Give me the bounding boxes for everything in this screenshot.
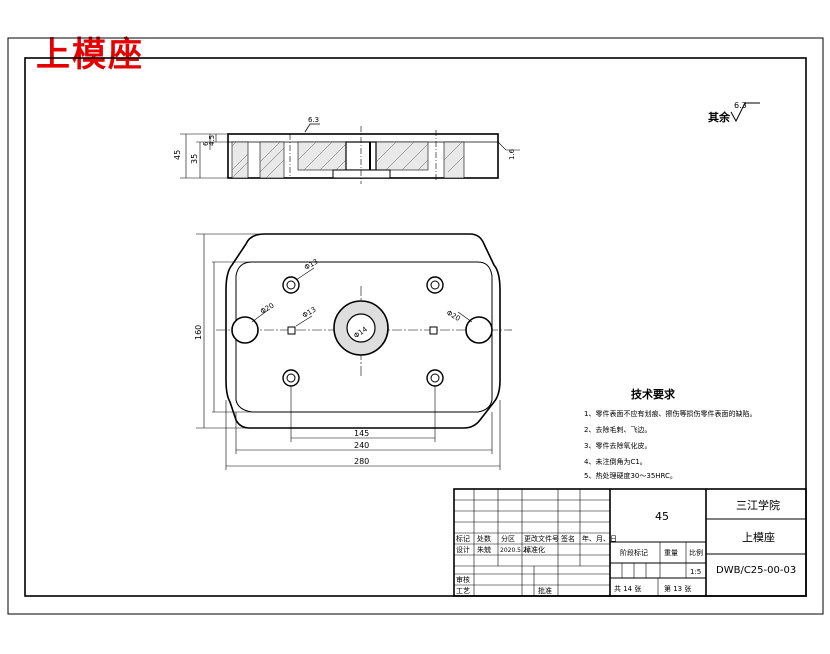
plan-view: Φ14 Φ13 Φ20 Φ13 Φ20 bbox=[194, 233, 512, 470]
front-callout: 6.3 bbox=[308, 116, 319, 124]
tech-req-item-2: 2、去除毛刺、飞边。 bbox=[584, 425, 651, 434]
dim-width-mid: 240 bbox=[354, 441, 369, 450]
dim-step-height: 35 bbox=[190, 154, 199, 164]
stage-label: 阶段标记 bbox=[620, 548, 648, 557]
title-block bbox=[453, 488, 807, 597]
drawing-number: DWB/C25-00-03 bbox=[716, 565, 796, 576]
tech-req-title: 技术要求 bbox=[631, 387, 676, 401]
tech-req-item-1: 1、零件表面不应有划痕、擦伤等损伤零件表面的缺陷。 bbox=[584, 409, 756, 418]
sheet-number: 第 13 张 bbox=[664, 584, 691, 593]
dim-width-small: 145 bbox=[354, 429, 369, 438]
row-design-date: 2020.5.20 bbox=[500, 547, 531, 554]
header-zone: 分区 bbox=[501, 534, 515, 543]
dim-small-2: 4.5 bbox=[208, 135, 216, 146]
inner-frame bbox=[24, 57, 807, 597]
scale-value: 1:5 bbox=[690, 568, 701, 576]
tech-req-item-5: 5、热处理硬度30～35HRC。 bbox=[584, 471, 677, 480]
material: 45 bbox=[655, 510, 669, 523]
header-change-doc: 更改文件号 bbox=[524, 534, 559, 543]
row-design-label: 设计 bbox=[456, 545, 470, 554]
row-design-standard: 标准化 bbox=[524, 545, 545, 554]
roughness-symbol-icon bbox=[730, 102, 760, 123]
roughness-value: 6.3 bbox=[734, 101, 747, 110]
header-signature: 签名 bbox=[561, 534, 575, 543]
weight-label: 重量 bbox=[664, 549, 678, 557]
header-date: 年、月、日 bbox=[582, 534, 617, 543]
label-hole-2: Φ20 bbox=[259, 302, 275, 316]
row-design-name: 朱兢 bbox=[477, 545, 491, 554]
outer-border bbox=[7, 37, 824, 615]
header-mark: 标记 bbox=[456, 534, 470, 543]
dim-small-1: 6 bbox=[202, 141, 210, 146]
row-process: 工艺 bbox=[456, 587, 470, 595]
dim-slot: 1.6 bbox=[508, 148, 516, 160]
approve-label: 批准 bbox=[538, 586, 552, 595]
sheet-total: 共 14 张 bbox=[614, 584, 641, 593]
tech-requirements: 技术要求 1、零件表面不应有划痕、擦伤等损伤零件表面的缺陷。 2、去除毛刺、飞边… bbox=[584, 387, 756, 480]
dim-plan-height: 160 bbox=[194, 325, 203, 340]
part-name: 上模座 bbox=[742, 530, 775, 544]
roughness-label: 其余 bbox=[708, 110, 731, 124]
header-count: 处数 bbox=[477, 534, 491, 543]
page-title: 上模座 bbox=[36, 35, 144, 75]
tech-req-item-4: 4、未注倒角为C1。 bbox=[584, 457, 647, 466]
row-review: 审核 bbox=[456, 575, 470, 584]
school: 三江学院 bbox=[736, 498, 780, 512]
scale-label: 比例 bbox=[689, 548, 703, 557]
title-block-text: 45 三江学院 上模座 DWB/C25-00-03 标记 处数 分区 更改文件号… bbox=[456, 498, 796, 595]
dim-width-overall: 280 bbox=[354, 457, 369, 466]
dim-overall-height: 45 bbox=[173, 150, 182, 160]
plan-outline bbox=[225, 233, 501, 429]
label-hole-4: Φ20 bbox=[445, 309, 461, 323]
tech-req-item-3: 3、零件去除氧化皮。 bbox=[584, 441, 651, 450]
roughness-note: 其余 6.3 bbox=[708, 101, 760, 124]
front-section-view: 45 35 6 4.5 6.3 1.6 bbox=[173, 116, 520, 184]
